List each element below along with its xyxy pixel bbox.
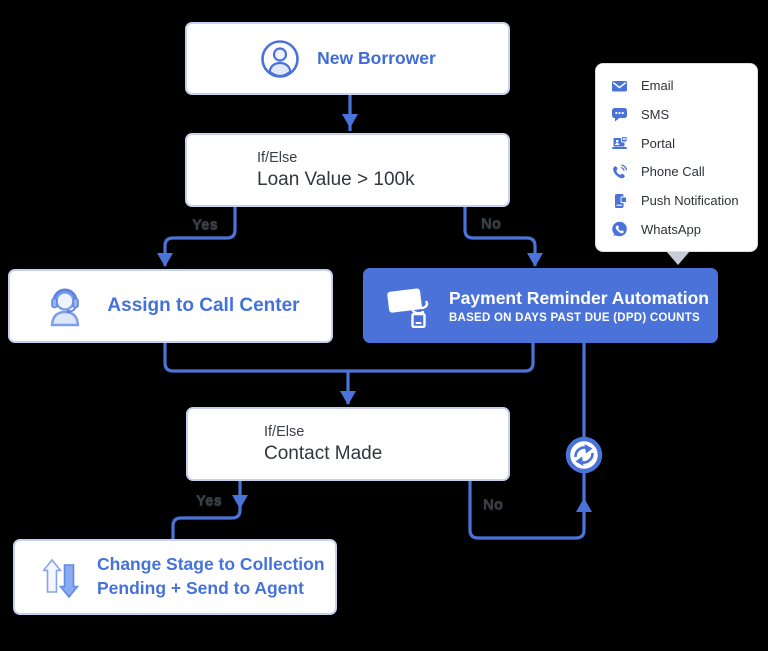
contact-check-condition: Contact Made	[264, 442, 383, 464]
payment-card-icon	[387, 287, 429, 328]
sms-icon	[612, 108, 627, 122]
up-down-arrows-icon	[43, 558, 79, 598]
node-assign-call-center: Assign to Call Center	[8, 269, 333, 343]
new-borrower-label: New Borrower	[317, 48, 436, 68]
payment-reminder-subtitle: BASED ON DAYS PAST DUE (DPD) COUNTS	[449, 311, 700, 324]
phone-call-icon	[613, 164, 628, 179]
push-notification-icon	[615, 193, 627, 208]
payment-reminder-title: Payment Reminder Automation	[449, 287, 709, 308]
contact-check-yes-label: Yes	[196, 492, 222, 509]
channel-item-phone-call: Phone Call	[611, 163, 749, 180]
node-change-stage: Change Stage to Collection Pending + Sen…	[13, 539, 337, 615]
arrowhead-down	[232, 495, 248, 509]
arrowhead-down	[340, 391, 356, 405]
channel-label: Phone Call	[641, 164, 705, 180]
assign-call-center-label: Assign to Call Center	[107, 295, 300, 316]
node-contact-check: If/Else Contact Made	[186, 407, 510, 481]
channel-item-email: Email	[611, 77, 749, 94]
channel-item-sms: SMS	[611, 106, 749, 123]
person-icon	[261, 39, 299, 78]
node-new-borrower: New Borrower	[185, 22, 510, 95]
channel-label: WhatsApp	[641, 221, 701, 237]
channel-label: Portal	[641, 135, 675, 151]
arrowhead-down	[342, 114, 358, 128]
channel-label: Push Notification	[641, 193, 739, 209]
loan-check-no-label: No	[481, 215, 501, 232]
loan-check-yes-label: Yes	[192, 216, 218, 233]
call-center-agent-icon	[51, 288, 80, 327]
refresh-icon	[565, 436, 603, 474]
channel-label: Email	[641, 78, 674, 93]
panel-tail	[666, 251, 690, 265]
loan-check-condition: Loan Value > 100k	[257, 168, 415, 190]
channels-panel: Email SMS Portal	[595, 63, 758, 252]
loan-check-type: If/Else	[257, 149, 298, 166]
channel-item-whatsapp: WhatsApp	[611, 221, 749, 238]
arrowhead-down	[527, 253, 543, 267]
node-loan-check: If/Else Loan Value > 100k	[185, 133, 510, 207]
arrowhead-up	[576, 498, 592, 512]
portal-icon	[612, 136, 628, 150]
arrowhead-down	[157, 253, 173, 267]
channel-item-portal: Portal	[611, 135, 749, 152]
channel-item-push-notification: Push Notification	[611, 192, 749, 209]
whatsapp-icon	[612, 222, 627, 237]
edge-contactcheck-yes	[171, 481, 242, 539]
edge-merge-to-contactcheck	[163, 343, 535, 373]
node-payment-reminder: Payment Reminder Automation BASED ON DAY…	[363, 268, 718, 343]
contact-check-type: If/Else	[264, 423, 305, 440]
change-stage-label: Change Stage to Collection Pending + Sen…	[97, 554, 325, 598]
email-icon	[612, 80, 627, 91]
contact-check-no-label: No	[483, 496, 503, 513]
channel-label: SMS	[641, 106, 670, 122]
